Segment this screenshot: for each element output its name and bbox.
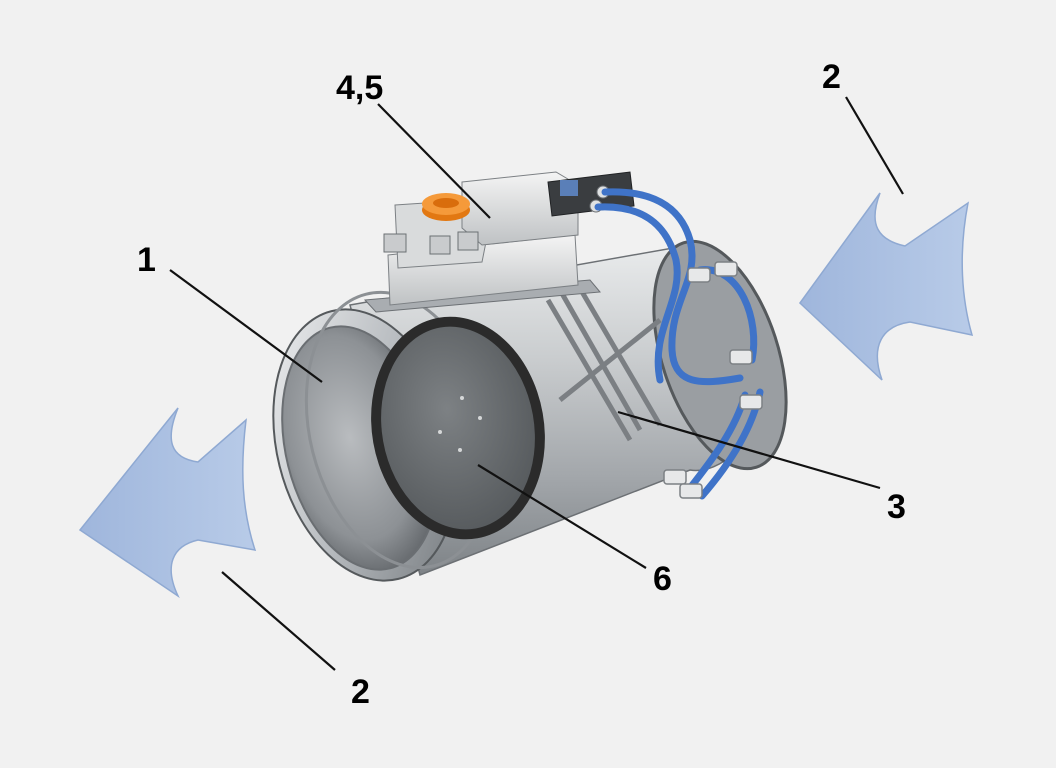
callout-4-5: 4,5 [336,69,384,107]
callout-3: 3 [887,488,906,526]
callout-2-bottom: 2 [351,673,370,711]
leader-lines [169,96,904,671]
callout-1: 1 [137,241,156,279]
tube-fittings [663,261,763,499]
actuator [363,171,635,313]
flow-arrow-icon [78,407,257,599]
cap-icon [422,193,470,221]
flow-arrow-icon [799,192,974,381]
callout-2-top: 2 [822,58,841,96]
callout-6: 6 [653,560,672,598]
